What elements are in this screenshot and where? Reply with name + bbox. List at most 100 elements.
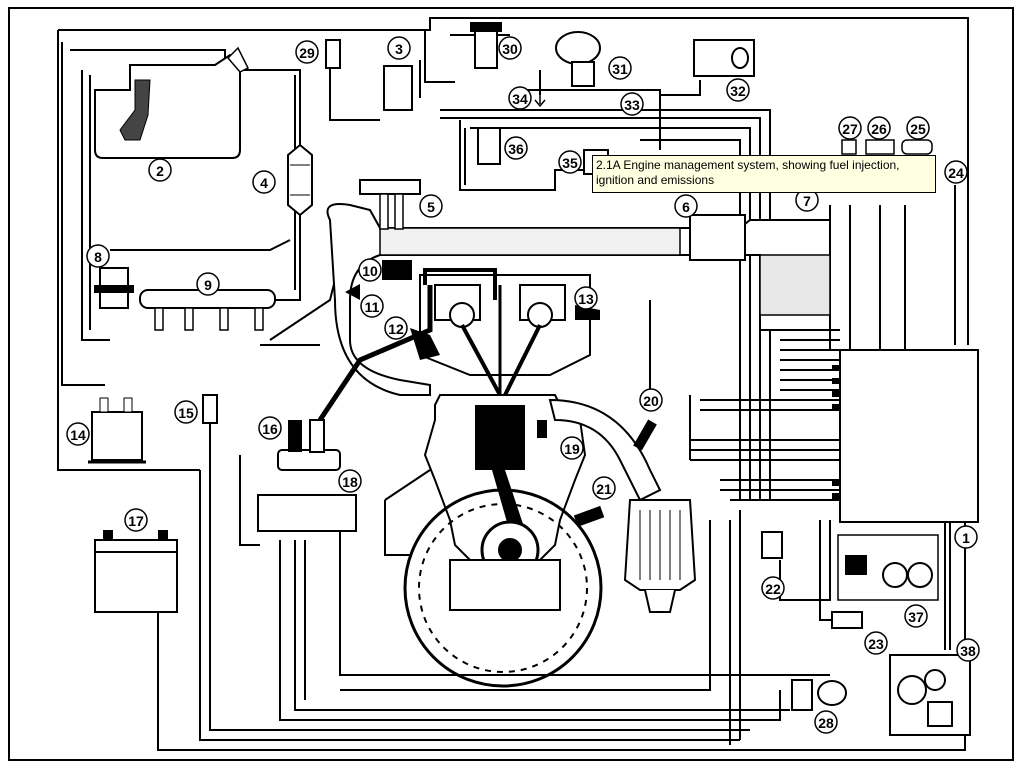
callout-number-12: 12	[388, 321, 404, 337]
lambda-sensor	[633, 419, 657, 451]
callout-number-30: 30	[502, 41, 518, 57]
callout-circle-37	[904, 604, 928, 628]
air-temp-sensor	[382, 260, 412, 280]
callout-circle-32	[726, 78, 750, 102]
callout-circle-22	[761, 576, 785, 600]
engine-block	[384, 394, 587, 580]
callout-number-16: 16	[262, 421, 278, 437]
figure-tooltip: 2.1A Engine management system, showing f…	[592, 155, 936, 193]
callout-number-17: 17	[128, 513, 144, 529]
callout-circle-4	[252, 170, 276, 194]
outer-border	[8, 7, 1014, 761]
sensors-25-27	[841, 139, 933, 155]
callout-number-23: 23	[868, 636, 884, 652]
callout-number-31: 31	[612, 61, 628, 77]
fuel-rail	[139, 289, 276, 331]
callout-circle-27	[838, 116, 862, 140]
callout-circle-30	[498, 36, 522, 60]
callout-number-38: 38	[960, 643, 976, 659]
callout-circle-20	[639, 388, 663, 412]
ignition-coil	[277, 419, 341, 471]
fuel-pressure-regulator	[94, 267, 134, 309]
callout-number-28: 28	[818, 715, 834, 731]
callout-circle-25	[906, 116, 930, 140]
callout-number-14: 14	[70, 427, 86, 443]
gearbox-sensor	[889, 654, 971, 736]
callout-circle-23	[864, 631, 888, 655]
exhaust-system	[548, 398, 697, 613]
callout-number-36: 36	[508, 141, 524, 157]
charcoal-canister	[88, 397, 146, 464]
callout-number-26: 26	[871, 121, 887, 137]
component-36	[477, 127, 501, 165]
coolant-sensor	[537, 420, 547, 438]
callout-circle-13	[574, 286, 598, 310]
relay-box	[837, 534, 939, 601]
sensor-13	[575, 305, 600, 320]
callout-circle-34	[508, 86, 532, 110]
callout-circle-36	[504, 136, 528, 160]
callout-number-37: 37	[908, 609, 924, 625]
callout-number-35: 35	[562, 155, 578, 171]
callout-circle-14	[66, 422, 90, 446]
callout-number-15: 15	[178, 405, 194, 421]
callout-circle-17	[124, 508, 148, 532]
callout-circle-26	[867, 116, 891, 140]
callout-circle-31	[608, 56, 632, 80]
callout-circle-35	[558, 150, 582, 174]
callout-number-24: 24	[948, 165, 964, 181]
component-32	[693, 39, 755, 77]
callout-number-8: 8	[94, 249, 102, 265]
callout-number-29: 29	[299, 45, 315, 61]
intake-manifold	[326, 203, 831, 396]
callout-number-20: 20	[643, 393, 659, 409]
callout-number-18: 18	[342, 474, 358, 490]
ht-lead	[317, 285, 433, 422]
callout-circle-18	[338, 469, 362, 493]
callout-number-21: 21	[596, 481, 612, 497]
callout-circle-8	[86, 244, 110, 268]
callout-circle-15	[174, 400, 198, 424]
knock-sensor	[573, 505, 605, 527]
callout-number-1: 1	[962, 530, 970, 546]
cylinder-head	[419, 268, 591, 396]
callout-circle-19	[560, 436, 584, 460]
callout-number-13: 13	[578, 291, 594, 307]
diagnostic-socket	[791, 679, 847, 711]
component-3	[383, 65, 413, 111]
callout-circle-1	[954, 525, 978, 549]
callout-circle-12	[384, 316, 408, 340]
callout-number-2: 2	[156, 163, 164, 179]
callout-circle-6	[674, 194, 698, 218]
callout-circle-29	[295, 40, 319, 64]
callout-number-4: 4	[260, 175, 268, 191]
fuel-filter	[287, 143, 313, 217]
callout-circle-38	[956, 638, 980, 662]
arrow-34	[534, 94, 546, 108]
ignition-amplifier	[257, 494, 357, 532]
callout-number-32: 32	[730, 83, 746, 99]
switch-22	[761, 531, 783, 559]
callout-number-7: 7	[803, 193, 811, 209]
ecu-connector-pins	[832, 365, 840, 499]
sensor-15	[202, 394, 218, 424]
callout-circle-2	[148, 158, 172, 182]
callout-number-6: 6	[682, 199, 690, 215]
battery	[94, 530, 178, 613]
callout-circle-3	[387, 36, 411, 60]
callout-number-34: 34	[512, 91, 528, 107]
callout-circle-33	[620, 92, 644, 116]
callout-number-33: 33	[624, 97, 640, 113]
callout-circle-11	[360, 294, 384, 318]
callout-number-9: 9	[204, 277, 212, 293]
ecu	[839, 349, 979, 523]
callout-circle-21	[592, 476, 616, 500]
sensor-23	[831, 611, 863, 629]
egr-valve	[555, 31, 601, 87]
fuel-tank	[94, 46, 250, 159]
callout-number-5: 5	[427, 199, 435, 215]
component-30	[470, 22, 502, 69]
